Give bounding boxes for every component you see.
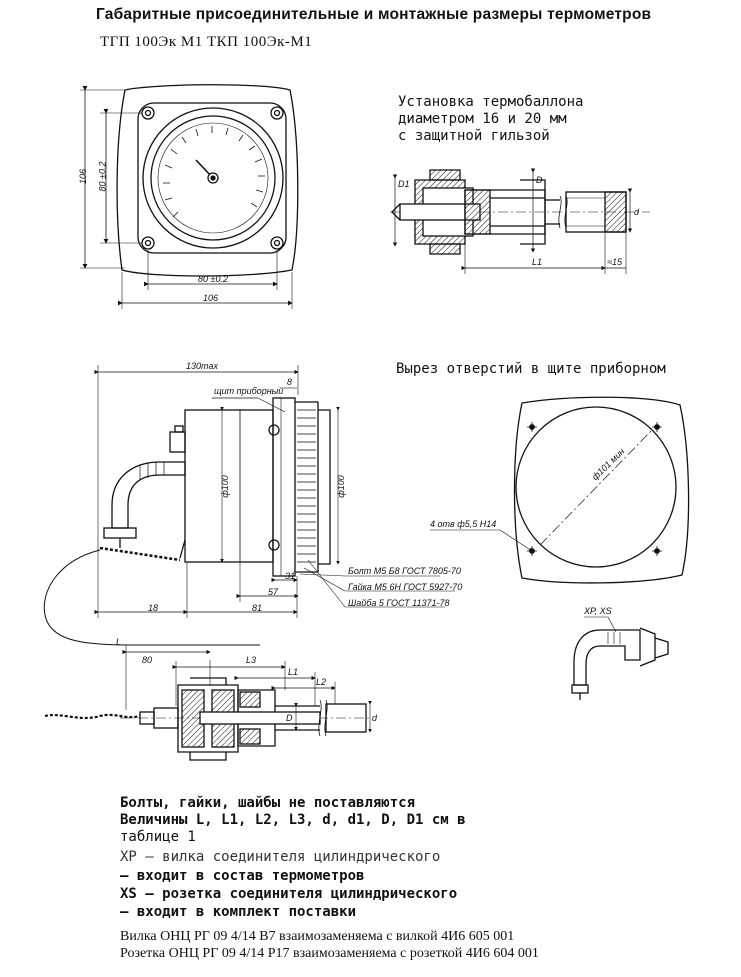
label-nut: Гайка М5 6Н ГОСТ 5927-70 (348, 582, 463, 592)
front-view-gauge (80, 84, 299, 309)
connector-label: ХР, ХS (584, 606, 612, 616)
install-label-D: D (536, 175, 543, 185)
bulb-label-D: D (286, 713, 293, 723)
note-line-2: Величины L, L1, L2, L3, d, d1, D, D1 см … (120, 812, 466, 828)
note-line-8: Вилка ОНЦ РГ 09 4/14 В7 взаимозаменяема … (120, 929, 515, 944)
dim-side-d100-b: ф100 (335, 475, 346, 498)
bulb-label-d: d (372, 713, 378, 723)
install-heading-2: диаметром 16 и 20 мм (398, 111, 567, 127)
bulb-label-L: L (116, 637, 122, 647)
note-line-6: XS — розетка соединителя цилиндрического (120, 886, 458, 902)
dim-side-d100-a: ф100 (219, 475, 230, 498)
install-label-d1: D1 (398, 179, 410, 189)
bulb-label-L3: L3 (246, 655, 257, 665)
side-view-gauge (94, 365, 455, 618)
dim-front-width: 106 (203, 293, 219, 303)
dim-side-overall: 130max (186, 361, 219, 371)
bulb-label-L2: L2 (316, 677, 327, 687)
dim-side-18: 18 (148, 603, 159, 613)
bulb-mount-view (44, 645, 372, 761)
label-bolt: Болт М5 Б8 ГОСТ 7805-70 (348, 566, 461, 576)
note-line-7: — входит в комплект поставки (120, 904, 357, 920)
bulb-label-80: 80 (142, 655, 153, 665)
dim-front-inner-h: 80 ±0.2 (97, 161, 108, 192)
cutout-holes-label: 4 отв ф5,5 Н14 (430, 519, 497, 529)
cutout-heading: Вырез отверстий в щите приборном (396, 361, 666, 377)
bulb-label-L1: L1 (288, 667, 299, 677)
note-line-1: Болты, гайки, шайбы не поставляются (120, 795, 416, 811)
dim-side-8: 8 (287, 377, 293, 387)
model-names: ТГП 100Эк М1 ТКП 100Эк-М1 (100, 34, 313, 50)
note-line-4: ХР — вилка соединителя цилиндрического (120, 849, 441, 865)
label-washer: Шайба 5 ГОСТ 11371-78 (348, 598, 450, 608)
dim-front-height: 106 (78, 168, 89, 185)
note-line-9: Розетка ОНЦ РГ 09 4/14 Р17 взаимозаменяе… (120, 946, 539, 961)
dial-scale-ticks (163, 126, 265, 218)
install-label-d: d (634, 207, 640, 217)
capillary-line (43, 549, 260, 646)
installation-view (390, 168, 650, 274)
note-line-3: таблице 1 (120, 829, 196, 845)
dim-side-81: 81 (252, 603, 263, 613)
install-heading-3: с защитной гильзой (398, 128, 550, 144)
install-label-15: ≈15 (607, 257, 622, 267)
note-line-5: — входит в состав термометров (120, 868, 365, 884)
install-heading-1: Установка термобаллона (398, 94, 584, 110)
panel-cutout-view (430, 396, 690, 584)
bezel-ribs (297, 409, 316, 563)
connector-view (571, 616, 669, 700)
page-title: Габаритные присоединительные и монтажные… (96, 6, 652, 23)
label-panel: щит приборный (214, 386, 284, 396)
dim-side-57: 57 (268, 587, 279, 597)
dim-side-31: 31 (285, 571, 296, 581)
install-label-L1: L1 (532, 257, 543, 267)
dim-front-inner-w: 80 ±0.2 (198, 274, 228, 284)
